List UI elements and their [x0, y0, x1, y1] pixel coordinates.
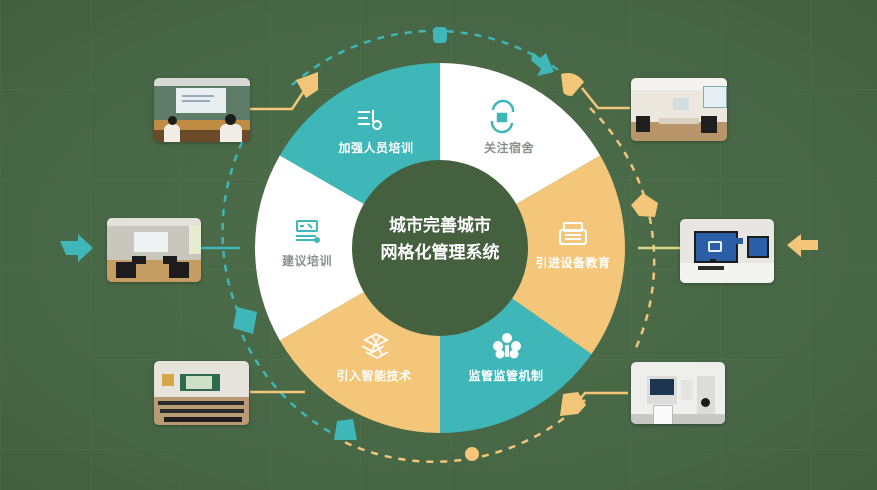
orbit-markers [60, 27, 818, 461]
computer-icon [296, 220, 320, 243]
photo-training-room [154, 78, 250, 142]
cluster-icon [493, 333, 521, 359]
diamond-marker-icon [233, 307, 257, 334]
photo-kiosk-device [631, 362, 725, 424]
printer-icon [559, 222, 587, 245]
arrow-left-icon [787, 234, 818, 257]
capsule-marker-icon [433, 27, 447, 43]
center-circle [352, 160, 528, 336]
refresh-doc-icon [490, 99, 515, 134]
segment-label-bottom-right: 监管监管机制 [468, 369, 544, 383]
segment-label-bottom-left: 引入智能技术 [336, 369, 412, 383]
shield-marker-icon [561, 73, 584, 96]
shield-marker-icon [296, 72, 318, 98]
dot-marker-icon [465, 447, 479, 461]
photo-meeting-room [107, 218, 201, 282]
grid-cubes-icon [361, 332, 389, 360]
segment-left [255, 155, 440, 341]
center-title-line2: 网格化管理系统 [380, 243, 500, 263]
segment-icons [296, 99, 587, 360]
training-icon [358, 110, 382, 130]
center-title: 城市完善城市 网格化管理系统 [352, 213, 528, 267]
segment-right [440, 155, 625, 355]
segment-label-top-right: 关注宿舍 [483, 141, 535, 155]
trapezoid-marker-icon [334, 419, 357, 440]
center-title-line1: 城市完善城市 [389, 216, 491, 236]
segment-label-left: 建议培训 [281, 254, 333, 268]
arrow-right-icon [60, 234, 93, 262]
shield-marker-icon [560, 392, 586, 416]
ring-segments [255, 63, 625, 433]
segment-label-right: 引进设备教育 [535, 256, 611, 270]
photo-office [631, 78, 727, 141]
arrow-marker-icon [531, 52, 554, 76]
pentagon-marker-icon [631, 193, 658, 217]
segment-label-top-left: 加强人员培训 [338, 141, 414, 155]
photo-computer-lab [680, 219, 774, 283]
photo-classroom [154, 361, 249, 425]
